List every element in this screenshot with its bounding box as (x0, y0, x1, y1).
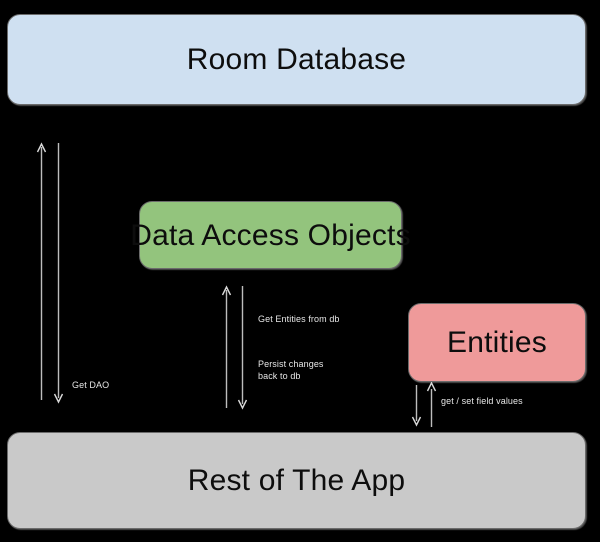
edge-get-dao (36, 142, 64, 404)
edge-get-entities-arrowhead (221, 285, 232, 296)
edge-persist-changes (237, 286, 248, 410)
node-entities-label: Entities (447, 326, 547, 359)
edge-get-set-up-arrowhead (426, 381, 437, 392)
edge-get-dao-down-arrowhead (53, 393, 64, 404)
node-room-database[interactable]: Room Database (7, 14, 586, 105)
node-room-database-label: Room Database (186, 43, 407, 76)
edge-get-dao-up-arrowhead (36, 142, 47, 153)
edge-get-set-field-values (411, 381, 437, 427)
edge-label-persist-changes-back-to-db: Persist changes back to db (258, 359, 324, 381)
node-data-access-objects-label: Data Access Objects (130, 218, 411, 252)
edge-label-get-set-field-values: get / set field values (441, 396, 523, 406)
edge-persist-changes-arrowhead (237, 399, 248, 410)
edge-label-get-entities-from-db: Get Entities from db (258, 314, 340, 324)
node-entities[interactable]: Entities (408, 303, 586, 382)
edge-label-get-dao: Get DAO (72, 380, 110, 390)
edge-get-set-down-arrowhead (411, 416, 422, 427)
node-rest-of-the-app-label: Rest of The App (187, 464, 406, 497)
edge-get-entities-from-db (221, 285, 232, 408)
node-data-access-objects[interactable]: Data Access Objects (130, 201, 411, 269)
node-rest-of-the-app[interactable]: Rest of The App (7, 432, 586, 529)
